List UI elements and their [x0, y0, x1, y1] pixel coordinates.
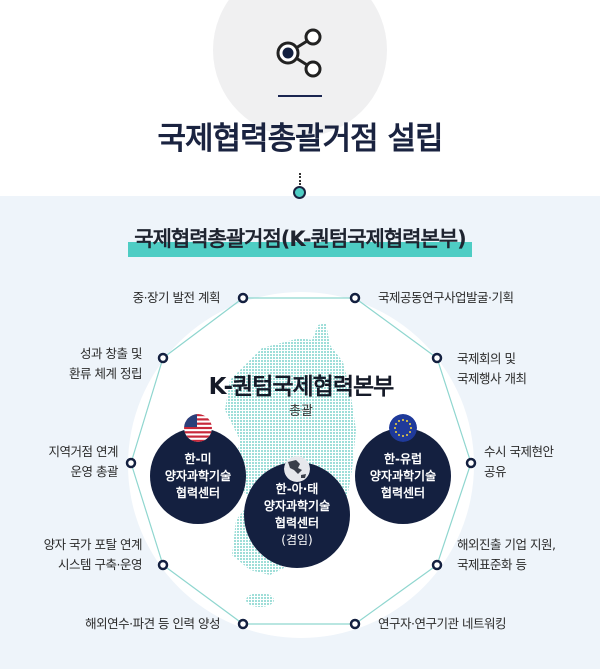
hub-role: 총괄 — [289, 404, 313, 419]
subtitle-highlight — [128, 242, 472, 257]
node-dot — [349, 292, 361, 304]
subtitle-wrap: 국제협력총괄거점(K-퀀텀국제협력본부) — [0, 223, 600, 257]
connector-dot — [293, 186, 306, 199]
node-dot — [157, 352, 169, 364]
node-dot — [125, 457, 137, 469]
page-title: 국제협력총괄거점 설립 — [157, 121, 444, 157]
function-right-4: 해외진출 기업 지원,국제표준화 등 — [457, 537, 556, 572]
node-dot — [431, 559, 443, 571]
eu-flag-icon — [389, 414, 417, 442]
function-left-5: 해외연수·파견 등 인력 양성 — [85, 616, 220, 631]
section-subtitle: 국제협력총괄거점(K-퀀텀국제협력본부) — [128, 223, 472, 257]
function-right-5: 연구자·연구기관 네트워킹 — [378, 616, 506, 631]
share-network-icon — [276, 28, 322, 78]
globe-asia-pacific-icon — [284, 456, 310, 482]
header-circle-bg — [213, 0, 387, 137]
node-dot — [237, 618, 249, 630]
function-left-1: 중·장기 발전 계획 — [132, 290, 221, 305]
node-dot — [349, 618, 361, 630]
node-dot — [431, 352, 443, 364]
function-right-1: 국제공동연구사업발굴·기획 — [378, 290, 514, 305]
dotted-connector — [299, 173, 301, 185]
node-dot — [465, 457, 477, 469]
usa-flag-icon — [184, 414, 212, 442]
center-korea-europe: 한-유럽 양자과학기술 협력센터 — [355, 428, 451, 524]
node-dot — [157, 559, 169, 571]
title-divider — [278, 95, 322, 97]
node-dot — [237, 292, 249, 304]
center-korea-usa: 한-미 양자과학기술 협력센터 — [150, 428, 246, 524]
hub-title: K-퀀텀국제협력본부 — [208, 374, 395, 400]
header-section: 국제협력총괄거점 설립 — [0, 0, 600, 196]
